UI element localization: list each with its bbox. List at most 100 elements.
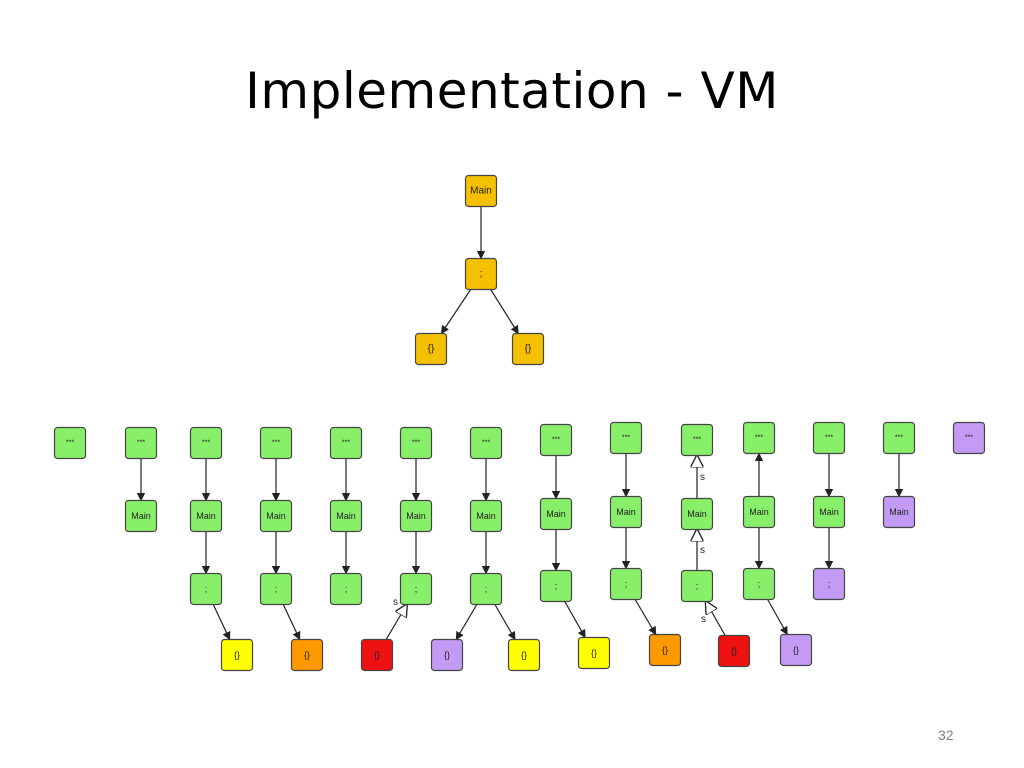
state-3-main-node: Main	[189, 499, 223, 533]
state-5-seq-node: ;	[329, 572, 363, 606]
edges-layer: s s s s	[136, 206, 904, 641]
state-7-main-node-label: Main	[476, 511, 496, 521]
state-6-main-node-label: Main	[406, 511, 426, 521]
state-3-edge-seq-block	[212, 604, 231, 641]
state-block-9-node: {}	[779, 633, 813, 667]
state-10-seq-node: ;	[680, 569, 714, 603]
state-4-seq-node-label: ;	[275, 584, 278, 594]
state-13-root-node-label: ***	[895, 435, 903, 442]
state-2-root-node: ***	[124, 426, 158, 460]
state-block-5-node-label: {}	[521, 650, 527, 660]
state-block-3-node: {}	[360, 638, 394, 672]
tree-block-right-node: {}	[511, 332, 545, 366]
tree-block-left-node-label: {}	[428, 344, 435, 355]
nodes-layer: Main; {} {} *** *** Main *** Main; *** Main; *** Ma…	[53, 174, 986, 672]
state-block-4-node: {}	[430, 638, 464, 672]
state-11-edge-seq-block	[767, 599, 788, 636]
state-9-root-node-label: ***	[622, 435, 630, 442]
state-3-root-node-label: ***	[202, 440, 210, 447]
state-7-seq-node-label: ;	[485, 584, 488, 594]
state-1-root-node: ***	[53, 426, 87, 460]
state-1-root-node-label: ***	[66, 440, 74, 447]
state-3-root-node: ***	[189, 426, 223, 460]
state-10-sub-label-3: s	[701, 614, 706, 625]
state-6-seq-node-label: ;	[415, 584, 418, 594]
state-7-edge-seq-block-left	[455, 604, 478, 641]
state-2-root-node-label: ***	[137, 440, 145, 447]
state-10-sub-label-1: s	[700, 472, 705, 483]
state-6-root-node-label: ***	[412, 440, 420, 447]
slide-title: Implementation - VM	[245, 62, 779, 120]
state-13-root-node: ***	[882, 421, 916, 455]
state-8-root-node-label: ***	[552, 437, 560, 444]
state-12-root-node-label: ***	[825, 435, 833, 442]
state-10-sub-label-2: s	[700, 545, 705, 556]
state-3-seq-node: ;	[189, 572, 223, 606]
state-block-5-node: {}	[507, 638, 541, 672]
state-block-4-node-label: {}	[444, 650, 450, 660]
state-10-main-node-label: Main	[687, 509, 707, 519]
state-12-main-node-label: Main	[819, 507, 839, 517]
state-6-main-node: Main	[399, 499, 433, 533]
state-10-edge-block-seq-sub	[706, 602, 726, 636]
state-5-main-node: Main	[329, 499, 363, 533]
state-8-seq-node-label: ;	[555, 581, 558, 591]
state-block-6-node-label: {}	[591, 648, 597, 658]
state-4-main-node-label: Main	[266, 511, 286, 521]
state-10-seq-node-label: ;	[696, 581, 699, 591]
state-11-seq-node: ;	[742, 567, 776, 601]
state-12-root-node: ***	[812, 421, 846, 455]
state-block-1-node: {}	[220, 638, 254, 672]
state-8-main-node: Main	[539, 497, 573, 531]
state-10-root-node-label: ***	[693, 437, 701, 444]
state-5-root-node-label: ***	[342, 440, 350, 447]
state-4-edge-seq-block	[282, 604, 301, 641]
state-8-seq-node: ;	[539, 569, 573, 603]
state-5-seq-node-label: ;	[345, 584, 348, 594]
state-4-main-node: Main	[259, 499, 293, 533]
state-12-seq-node-label: ;	[828, 579, 831, 589]
state-10-root-node: ***	[680, 423, 714, 457]
state-9-main-node: Main	[609, 495, 643, 529]
page-number: 32	[938, 727, 954, 743]
tree-block-right-node-label: {}	[525, 344, 532, 355]
state-12-seq-node: ;	[812, 567, 846, 601]
state-block-6-node: {}	[577, 636, 611, 670]
state-3-seq-node-label: ;	[205, 584, 208, 594]
state-11-main-node-label: Main	[749, 507, 769, 517]
state-14-root-node: ***	[952, 421, 986, 455]
state-6-sub-label: s	[393, 597, 398, 608]
state-11-root-node: ***	[742, 421, 776, 455]
state-2-main-node: Main	[124, 499, 158, 533]
state-9-seq-node: ;	[609, 567, 643, 601]
state-8-main-node-label: Main	[546, 509, 566, 519]
tree-block-left-node: {}	[414, 332, 448, 366]
state-9-edge-seq-block	[634, 599, 657, 636]
state-block-7-node-label: {}	[662, 645, 668, 655]
state-7-seq-node: ;	[469, 572, 503, 606]
state-5-root-node: ***	[329, 426, 363, 460]
state-6-edge-block-seq-sub	[385, 605, 407, 640]
state-block-7-node: {}	[648, 633, 682, 667]
tree-edge-seq-right	[490, 289, 519, 335]
state-4-root-node-label: ***	[272, 440, 280, 447]
state-4-root-node: ***	[259, 426, 293, 460]
state-9-root-node: ***	[609, 421, 643, 455]
state-9-main-node-label: Main	[616, 507, 636, 517]
state-block-9-node-label: {}	[793, 645, 799, 655]
state-block-8-node: {}	[717, 634, 751, 668]
state-11-main-node: Main	[742, 495, 776, 529]
state-5-main-node-label: Main	[336, 511, 356, 521]
state-7-root-node: ***	[469, 426, 503, 460]
state-11-root-node-label: ***	[755, 435, 763, 442]
state-4-seq-node: ;	[259, 572, 293, 606]
state-block-3-node-label: {}	[374, 650, 380, 660]
state-block-2-node-label: {}	[304, 650, 310, 660]
state-6-root-node: ***	[399, 426, 433, 460]
tree-edge-seq-left	[440, 289, 472, 335]
state-7-edge-seq-block-right	[494, 604, 516, 641]
tree-main-node: Main	[464, 174, 498, 208]
tree-main-node-label: Main	[470, 186, 492, 197]
state-block-2-node: {}	[290, 638, 324, 672]
state-13-main-node: Main	[882, 495, 916, 529]
